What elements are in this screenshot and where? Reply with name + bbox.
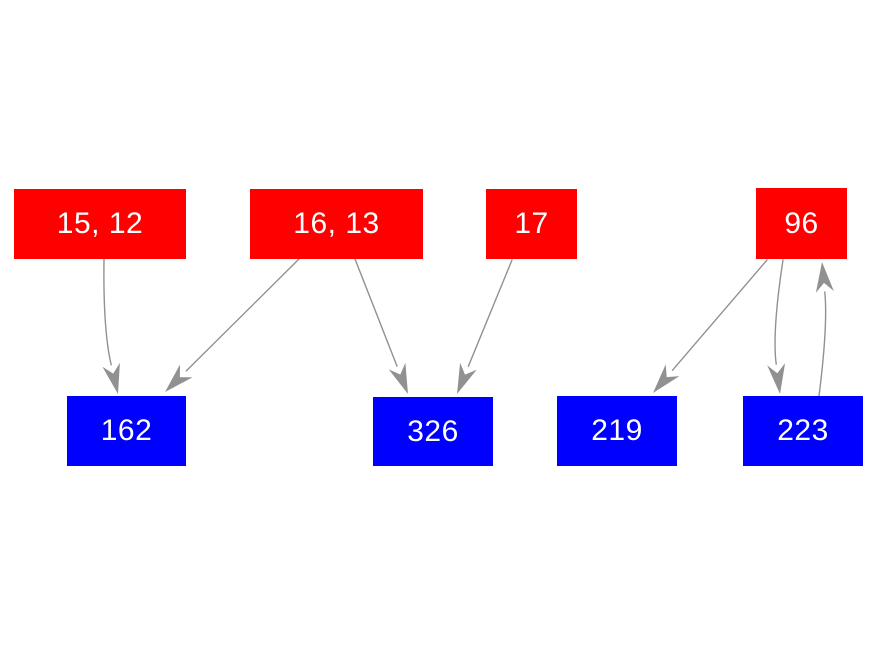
arrowhead-icon bbox=[165, 364, 193, 392]
edge-16-13-to-162 bbox=[185, 258, 300, 372]
arrowhead-icon bbox=[815, 262, 834, 293]
node-326: 326 bbox=[373, 397, 493, 466]
node-162: 162 bbox=[67, 396, 186, 466]
node-96: 96 bbox=[756, 188, 847, 259]
edge-15-12-to-162 bbox=[103, 258, 112, 366]
arrowhead-icon bbox=[767, 363, 786, 394]
edge-96-to-223 bbox=[774, 259, 784, 365]
node-219: 219 bbox=[557, 396, 677, 466]
node-17: 17 bbox=[486, 189, 577, 259]
node-15-12: 15, 12 bbox=[14, 189, 186, 259]
arrowhead-icon bbox=[457, 362, 477, 394]
node-223: 223 bbox=[743, 396, 863, 466]
edge-16-13-to-326 bbox=[354, 258, 398, 367]
edge-223-to-96 bbox=[818, 291, 827, 397]
node-16-13: 16, 13 bbox=[250, 189, 423, 259]
arrowhead-icon bbox=[653, 364, 680, 393]
edge-17-to-326 bbox=[467, 259, 513, 367]
edge-96-to-219 bbox=[671, 259, 768, 371]
arrowhead-icon bbox=[388, 362, 408, 394]
arrowhead-icon bbox=[102, 362, 120, 394]
